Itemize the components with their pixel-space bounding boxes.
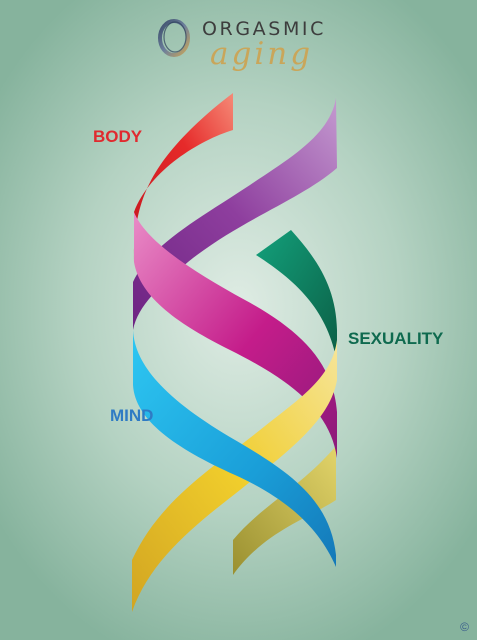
logo-title: ORGASMIC xyxy=(202,18,327,40)
gold-ribbon xyxy=(132,340,337,612)
logo-subtitle: aging xyxy=(210,36,314,72)
body-label: BODY xyxy=(93,127,143,146)
green-ribbon xyxy=(256,230,337,362)
logo-ring-icon xyxy=(158,19,190,57)
mind-label: MIND xyxy=(110,406,154,425)
logo: ORGASMIC aging xyxy=(150,10,350,80)
cyan-ribbon xyxy=(133,330,336,567)
purple-ribbon xyxy=(133,98,337,330)
sexuality-label: SEXUALITY xyxy=(348,329,444,348)
red-ribbon xyxy=(133,93,233,262)
copyright-icon: © xyxy=(460,620,469,634)
olive-ribbon xyxy=(233,446,336,575)
magenta-ribbon xyxy=(134,212,337,458)
